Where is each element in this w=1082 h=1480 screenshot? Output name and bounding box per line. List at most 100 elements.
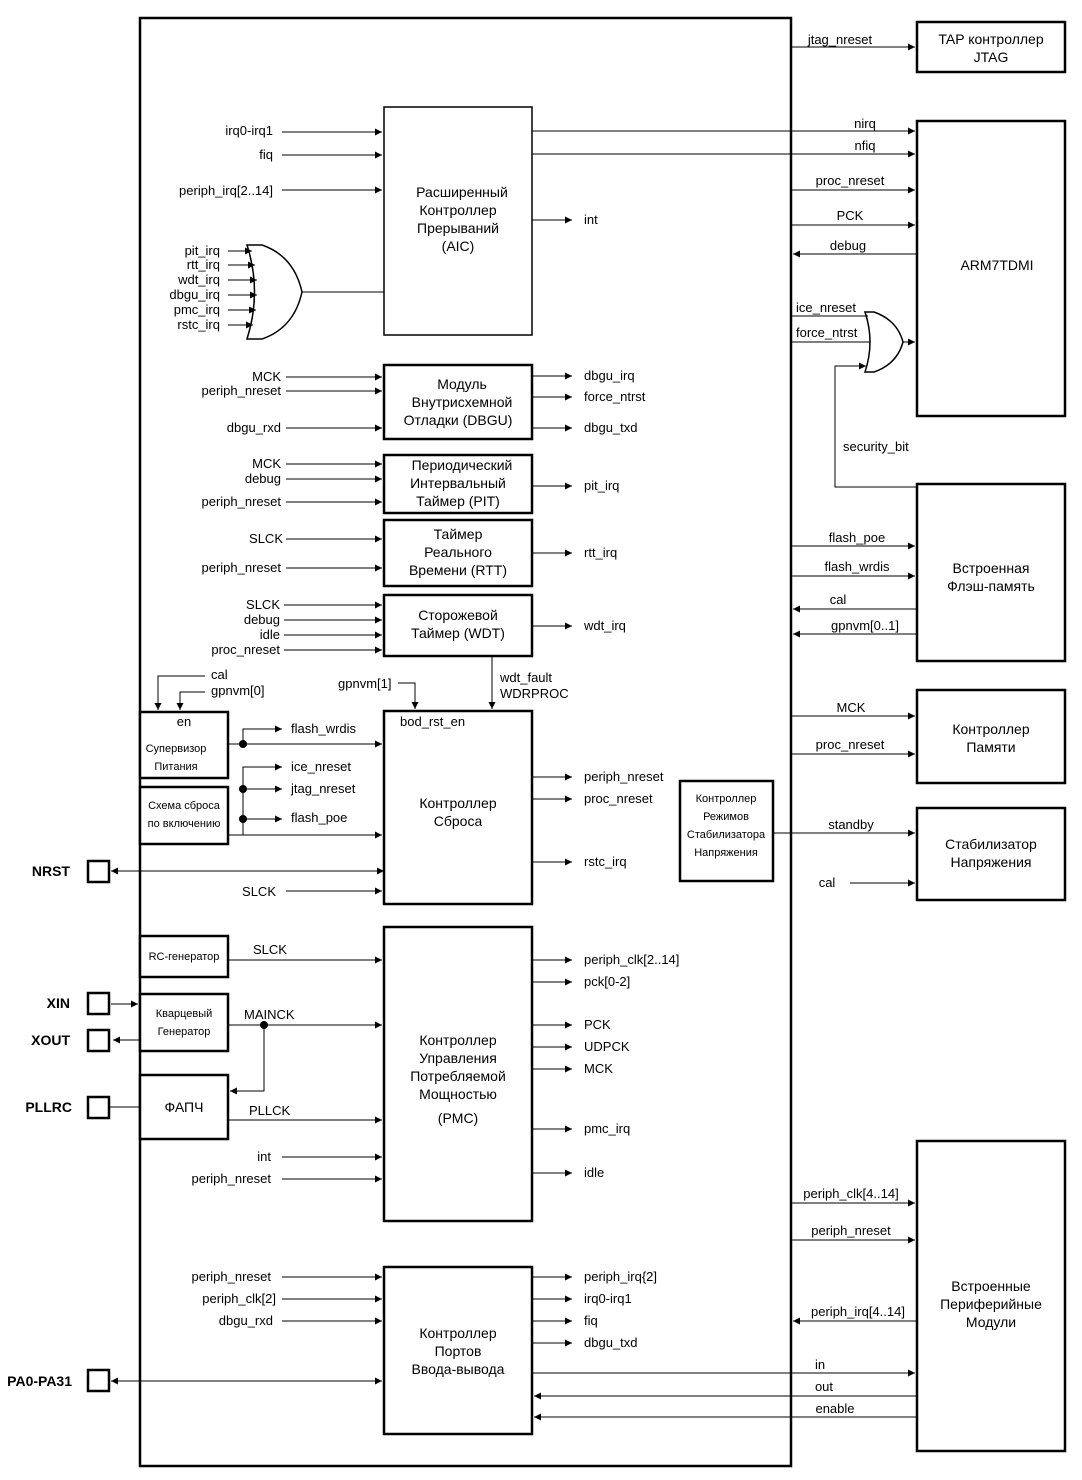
- sig-udpck: UDPCK: [584, 1039, 630, 1054]
- sig-standby: standby: [828, 817, 874, 832]
- xout-pin[interactable]: [86, 1028, 111, 1053]
- sig-ice-nreset-int: ice_nreset: [291, 759, 351, 774]
- sig-pmc-irq-in: pmc_irq: [174, 302, 220, 317]
- wdt-label-1: Сторожевой: [418, 607, 498, 623]
- supervisor-label-2: Питания: [154, 761, 197, 773]
- sig-mck-mem: MCK: [837, 700, 866, 715]
- signal-labels: jtag_nreset nirq nfiq proc_nreset PCK de…: [169, 32, 909, 1416]
- periph-label-1: Встроенные: [951, 1278, 1031, 1294]
- flash-label-1: Встроенная: [953, 560, 1030, 576]
- sig-gpnvm0: gpnvm[0]: [211, 683, 264, 698]
- vregmode-label-4: Напряжения: [694, 847, 758, 859]
- pmc-block: Контроллер Управления Потребляемой Мощно…: [382, 925, 534, 1223]
- sig-bod-rst-en: bod_rst_en: [400, 714, 465, 729]
- nrst-pin[interactable]: [86, 859, 111, 884]
- aic-label-1: Расширенный: [416, 184, 508, 200]
- nrst-label: NRST: [32, 863, 71, 879]
- aic-label-3: Прерываний: [417, 220, 499, 236]
- pmc-label-5: (PMC): [438, 1110, 478, 1126]
- sig-periph-irq-2-14: periph_irq[2..14]: [179, 183, 273, 198]
- sig-irq0-irq1-out: irq0-irq1: [584, 1291, 632, 1306]
- por-label-2: по включению: [148, 818, 221, 830]
- pllrc-pin[interactable]: [86, 1095, 111, 1120]
- sig-debug-wdt: debug: [244, 612, 280, 627]
- sig-periph-irq2: periph_irq{2]: [584, 1269, 657, 1284]
- sig-slck-rstc: SLCK: [242, 884, 276, 899]
- wdt-block: Сторожевой Таймер (WDT): [382, 593, 534, 658]
- xout-label: XOUT: [31, 1032, 70, 1048]
- reset-controller-block: Контроллер Сброса: [382, 709, 534, 906]
- sig-rtt-irq-in: rtt_irq: [187, 257, 220, 272]
- memctrl-label-2: Памяти: [966, 739, 1015, 755]
- supervisor-block: en Супервизор Питания: [138, 710, 230, 780]
- vregmode-label-2: Режимов: [703, 811, 749, 823]
- sig-mainck: MAINCK: [244, 1007, 295, 1022]
- sig-jtag-nreset: jtag_nreset: [807, 32, 873, 47]
- aic-label-2: Контроллер: [419, 202, 496, 218]
- sig-wdt-fault: wdt_fault: [499, 670, 552, 685]
- vreg-label-2: Напряжения: [951, 854, 1032, 870]
- sig-slck-rtt: SLCK: [249, 531, 283, 546]
- sig-fiq-out: fiq: [584, 1313, 598, 1328]
- sig-debug-arm: debug: [830, 238, 866, 253]
- sig-enable: enable: [815, 1401, 854, 1416]
- por-label-1: Схема сброса: [148, 800, 221, 812]
- pmc-label-2: Управления: [419, 1050, 497, 1066]
- pa-pin[interactable]: [86, 1368, 111, 1393]
- sig-dbgu-txd-out: dbgu_txd: [584, 420, 638, 435]
- reset-or-gate: [863, 311, 904, 373]
- sig-proc-nreset-mem: proc_nreset: [816, 737, 885, 752]
- sig-slck-wdt: SLCK: [246, 597, 280, 612]
- rtt-label-3: Времени (RTT): [409, 562, 507, 578]
- sig-periph-irq-4-14: periph_irq[4..14]: [811, 1304, 905, 1319]
- sig-cal-vreg: cal: [819, 875, 836, 890]
- tap-label-1: TAP контроллер: [938, 31, 1043, 47]
- xin-label: XIN: [47, 995, 70, 1011]
- pio-block: Контроллер Портов Ввода-вывода: [382, 1265, 534, 1436]
- sig-periph-nreset-pmc: periph_nreset: [192, 1171, 272, 1186]
- sig-irq0-irq1-in: irq0-irq1: [225, 123, 273, 138]
- sig-periph-nreset-out: periph_nreset: [584, 769, 664, 784]
- sig-nirq: nirq: [854, 116, 876, 131]
- sig-ice-nreset: ice_nreset: [796, 300, 856, 315]
- vregmode-label-1: Контроллер: [696, 793, 757, 805]
- flash-label-2: Флэш-память: [947, 578, 1035, 594]
- sig-proc-nreset-wdt: proc_nreset: [211, 642, 280, 657]
- sig-periph-nreset-pio: periph_nreset: [192, 1269, 272, 1284]
- periph-label-3: Модули: [966, 1314, 1016, 1330]
- flash-block: Встроенная Флэш-память: [915, 482, 1067, 663]
- pio-label-2: Портов: [435, 1343, 482, 1359]
- sig-mck-dbgu: MCK: [252, 369, 281, 384]
- sig-idle-out: idle: [584, 1165, 604, 1180]
- sig-dbgu-irq-in: dbgu_irq: [169, 287, 220, 302]
- junction-dot: [239, 815, 247, 823]
- pll-label: ФАПЧ: [165, 1099, 204, 1115]
- rc-oscillator-block: RC-генератор: [138, 934, 230, 979]
- sig-wdt-irq-in: wdt_irq: [177, 272, 220, 287]
- sig-pck-arm: PCK: [837, 208, 864, 223]
- pmc-label-4: Мощностью: [419, 1086, 497, 1102]
- pa-label: PA0-PA31: [7, 1373, 72, 1389]
- sig-dbgu-rxd-in: dbgu_rxd: [227, 420, 281, 435]
- supervisor-label-1: Супервизор: [146, 743, 207, 755]
- sig-force-ntrst-out: force_ntrst: [584, 389, 646, 404]
- sig-cal-sup: cal: [211, 667, 228, 682]
- sig-slck-pmc: SLCK: [253, 942, 287, 957]
- voltage-regulator-block: Стабилизатор Напряжения: [915, 806, 1067, 902]
- sig-dbgu-txd-pio: dbgu_txd: [584, 1335, 638, 1350]
- osc-label-1: Кварцевый: [156, 1008, 213, 1020]
- osc-label-2: Генератор: [158, 1026, 211, 1038]
- sig-wdt-irq-out: wdt_irq: [583, 618, 626, 633]
- sig-gpnvm1: gpnvm[1]: [338, 676, 391, 691]
- sig-rstc-irq-in: rstc_irq: [177, 317, 220, 332]
- sig-in: in: [815, 1357, 825, 1372]
- rtt-block: Таймер Реального Времени (RTT): [382, 518, 534, 588]
- xin-pin[interactable]: [86, 991, 111, 1016]
- wires: [109, 43, 917, 1421]
- sig-periph-nreset-per: periph_nreset: [811, 1223, 891, 1238]
- peripherals-block: Встроенные Периферийные Модули: [915, 1139, 1067, 1453]
- pmc-label-1: Контроллер: [419, 1032, 496, 1048]
- sig-fiq-in: fiq: [259, 147, 273, 162]
- sig-pit-irq-out: pit_irq: [584, 478, 619, 493]
